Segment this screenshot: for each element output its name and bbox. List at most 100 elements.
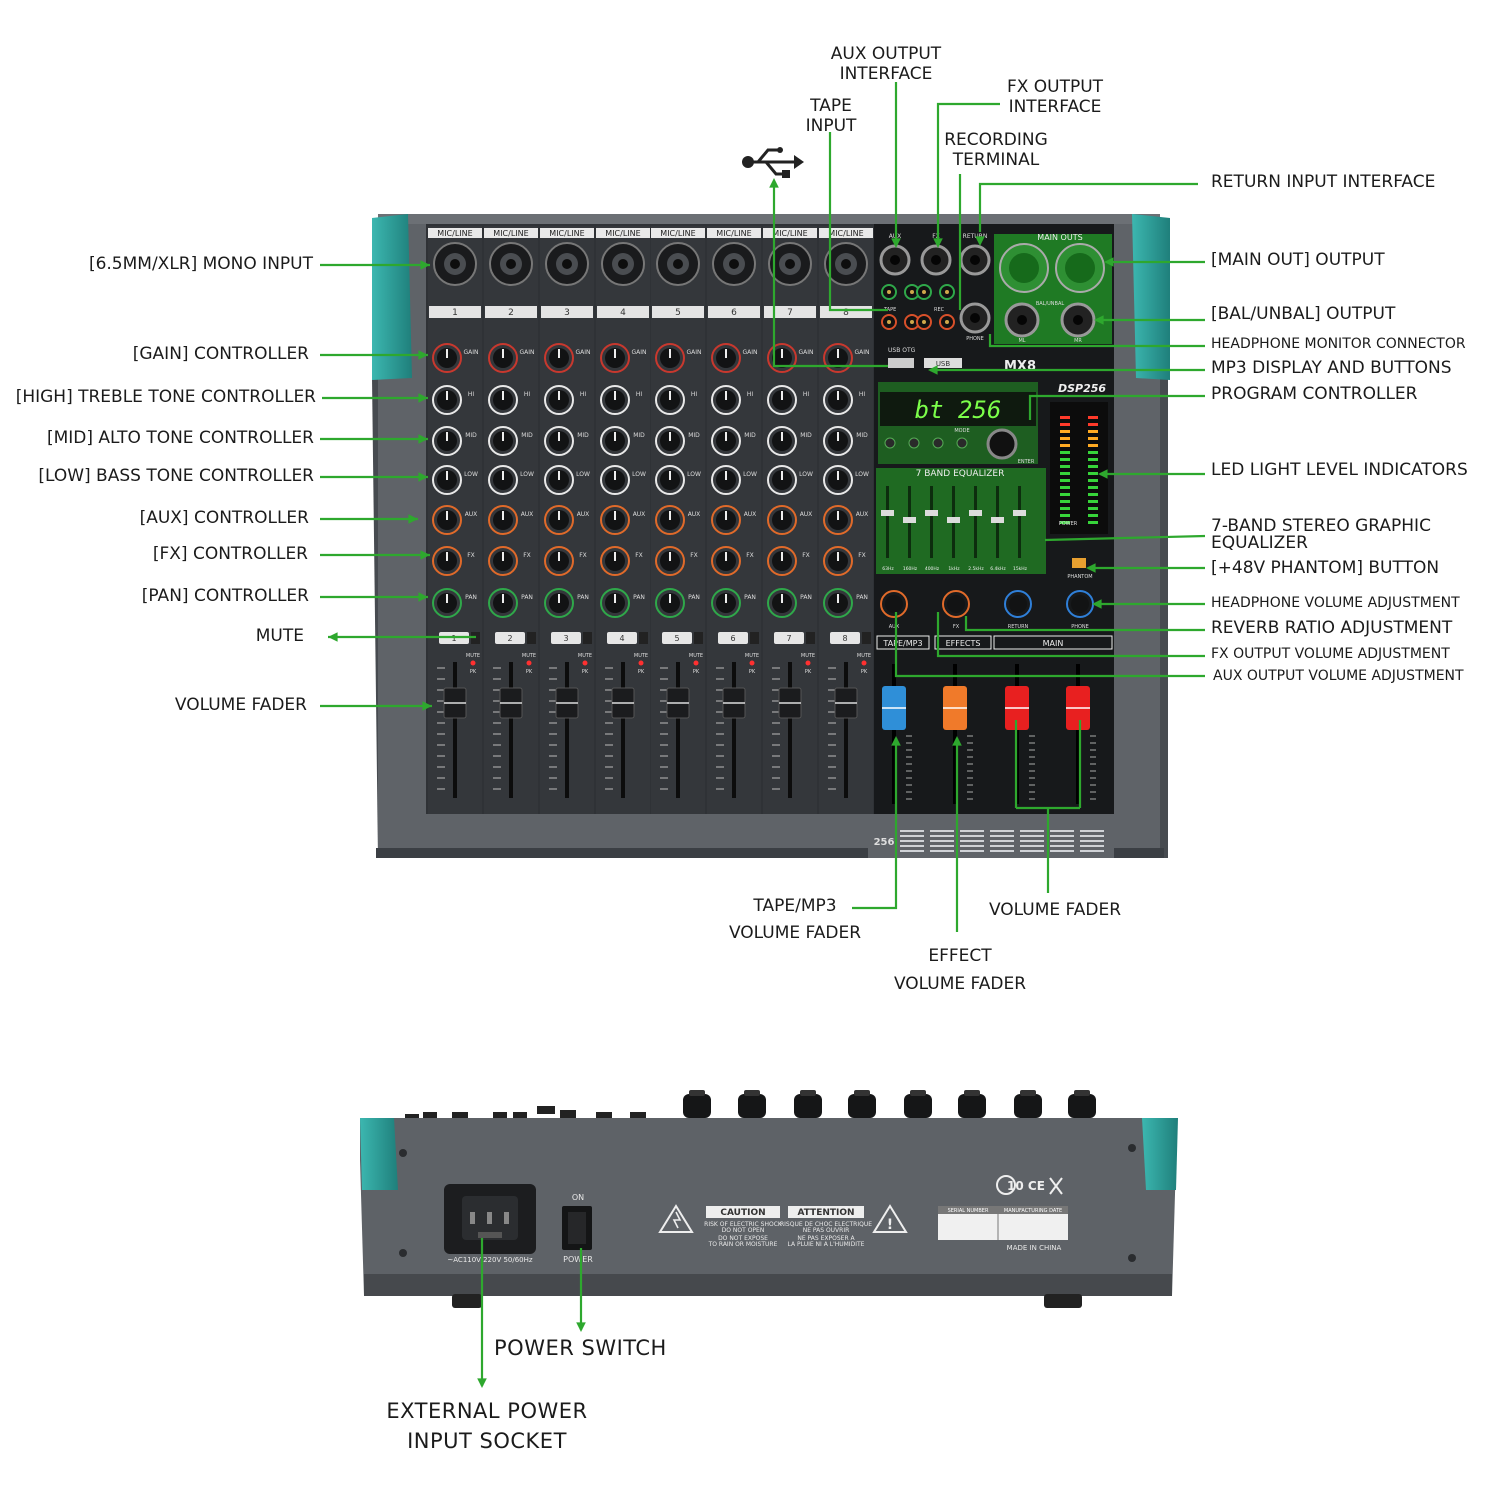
mid-knob-7[interactable] (767, 426, 797, 456)
rca-jack-icon[interactable] (939, 284, 955, 300)
eq-slider-3[interactable] (947, 517, 960, 523)
aux-knob-6[interactable] (711, 505, 741, 535)
master-knob-fx[interactable] (942, 590, 970, 618)
master-fader-0[interactable] (882, 686, 906, 730)
aux-knob-5[interactable] (655, 505, 685, 535)
combo-jack-icon[interactable] (601, 242, 645, 286)
mid-knob-8[interactable] (823, 426, 853, 456)
combo-jack-icon[interactable] (712, 242, 756, 286)
master-fader-3[interactable] (1066, 686, 1090, 730)
aux-output-jack-icon[interactable] (879, 244, 911, 276)
combo-jack-icon[interactable] (433, 242, 477, 286)
gain-knob-6[interactable] (711, 343, 741, 373)
phantom-button[interactable] (1072, 558, 1086, 568)
rca-jack-icon[interactable] (916, 284, 932, 300)
fx-knob-7[interactable] (767, 546, 797, 576)
fx-output-jack-icon[interactable] (920, 244, 952, 276)
mid-knob-3[interactable] (544, 426, 574, 456)
channel-fader-5[interactable] (666, 687, 690, 719)
aux-knob-7[interactable] (767, 505, 797, 535)
hi-knob-1[interactable] (432, 385, 462, 415)
power-switch[interactable] (562, 1206, 592, 1250)
channel-fader-3[interactable] (555, 687, 579, 719)
combo-jack-icon[interactable] (545, 242, 589, 286)
fx-knob-2[interactable] (488, 546, 518, 576)
pan-knob-2[interactable] (488, 588, 518, 618)
aux-knob-3[interactable] (544, 505, 574, 535)
headphone-jack-icon[interactable] (959, 302, 991, 334)
gain-knob-7[interactable] (767, 343, 797, 373)
low-knob-4[interactable] (600, 465, 630, 495)
combo-jack-icon[interactable] (768, 242, 812, 286)
eq-slider-5[interactable] (991, 517, 1004, 523)
hi-knob-2[interactable] (488, 385, 518, 415)
mute-button-6[interactable] (718, 632, 748, 644)
hi-knob-7[interactable] (767, 385, 797, 415)
pan-knob-4[interactable] (600, 588, 630, 618)
bal-unbal-jack-icon[interactable] (1004, 302, 1040, 338)
gain-knob-3[interactable] (544, 343, 574, 373)
gain-knob-2[interactable] (488, 343, 518, 373)
mute-button-4[interactable] (607, 632, 637, 644)
channel-fader-7[interactable] (778, 687, 802, 719)
pan-knob-8[interactable] (823, 588, 853, 618)
rca-jack-icon[interactable] (916, 314, 932, 330)
hi-knob-6[interactable] (711, 385, 741, 415)
master-knob-aux[interactable] (880, 590, 908, 618)
hi-knob-5[interactable] (655, 385, 685, 415)
mid-knob-2[interactable] (488, 426, 518, 456)
low-knob-1[interactable] (432, 465, 462, 495)
pan-knob-1[interactable] (432, 588, 462, 618)
aux-knob-2[interactable] (488, 505, 518, 535)
mid-knob-1[interactable] (432, 426, 462, 456)
fx-knob-5[interactable] (655, 546, 685, 576)
combo-jack-icon[interactable] (824, 242, 868, 286)
low-knob-3[interactable] (544, 465, 574, 495)
mute-button-7[interactable] (774, 632, 804, 644)
channel-fader-8[interactable] (834, 687, 858, 719)
eq-slider-6[interactable] (1013, 510, 1026, 516)
hi-knob-8[interactable] (823, 385, 853, 415)
mp3-button-0[interactable] (884, 437, 896, 449)
fx-knob-8[interactable] (823, 546, 853, 576)
gain-knob-8[interactable] (823, 343, 853, 373)
gain-knob-5[interactable] (655, 343, 685, 373)
combo-jack-icon[interactable] (656, 242, 700, 286)
mute-button-3[interactable] (551, 632, 581, 644)
aux-knob-8[interactable] (823, 505, 853, 535)
xlr-main-out-icon[interactable] (1055, 243, 1105, 293)
mid-knob-6[interactable] (711, 426, 741, 456)
usb-port[interactable] (888, 358, 914, 368)
aux-knob-4[interactable] (600, 505, 630, 535)
pan-knob-3[interactable] (544, 588, 574, 618)
fx-knob-1[interactable] (432, 546, 462, 576)
channel-fader-1[interactable] (443, 687, 467, 719)
return-output-jack-icon[interactable] (959, 244, 991, 276)
eq-slider-1[interactable] (903, 517, 916, 523)
rca-jack-icon[interactable] (939, 314, 955, 330)
gain-knob-4[interactable] (600, 343, 630, 373)
channel-fader-2[interactable] (499, 687, 523, 719)
pan-knob-5[interactable] (655, 588, 685, 618)
master-knob-return[interactable] (1004, 590, 1032, 618)
low-knob-6[interactable] (711, 465, 741, 495)
rca-jack-icon[interactable] (881, 284, 897, 300)
mp3-button-1[interactable] (908, 437, 920, 449)
program-knob[interactable] (986, 428, 1018, 460)
eq-slider-0[interactable] (881, 510, 894, 516)
aux-knob-1[interactable] (432, 505, 462, 535)
low-knob-7[interactable] (767, 465, 797, 495)
fx-knob-3[interactable] (544, 546, 574, 576)
bal-unbal-jack-icon[interactable] (1060, 302, 1096, 338)
master-fader-2[interactable] (1005, 686, 1029, 730)
fx-knob-6[interactable] (711, 546, 741, 576)
eq-slider-4[interactable] (969, 510, 982, 516)
fx-knob-4[interactable] (600, 546, 630, 576)
master-fader-1[interactable] (943, 686, 967, 730)
low-knob-5[interactable] (655, 465, 685, 495)
xlr-main-out-icon[interactable] (999, 243, 1049, 293)
mp3-button-2[interactable] (932, 437, 944, 449)
gain-knob-1[interactable] (432, 343, 462, 373)
mute-button-5[interactable] (662, 632, 692, 644)
rca-jack-icon[interactable] (881, 314, 897, 330)
